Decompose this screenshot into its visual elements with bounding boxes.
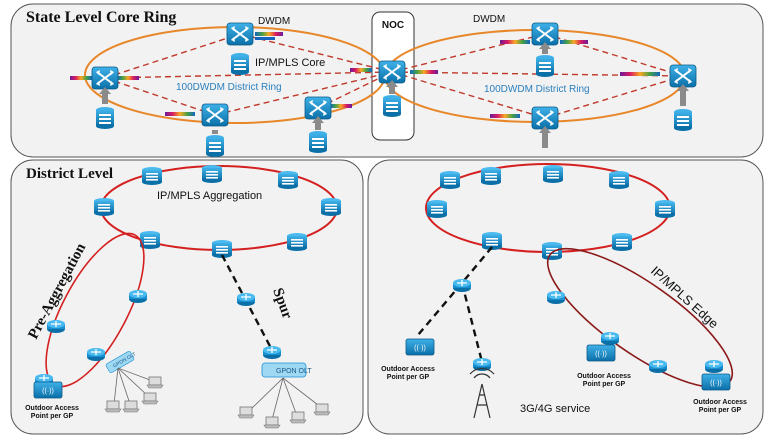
core-storage-bottom-right [309,131,327,153]
noc-switch [378,60,406,84]
access-point-mid [586,344,616,362]
ap-mid-line1: Outdoor Access [577,373,631,380]
core-switch-bottom-right [304,96,332,120]
service-3g4g-label: 3G/4G service [520,403,590,415]
cell-tower-icon [469,368,495,419]
core-storage-bottom [206,135,224,157]
core-storage-left [96,107,114,129]
gpon-large-links [247,377,323,421]
ap-center-line1: Outdoor Access [381,366,435,373]
access-point-center [405,338,435,356]
ap-left-line2: Point per GP [31,413,74,420]
core-switch-right-bottom [531,106,559,130]
ip-mpls-aggregation-label: IP/MPLS Aggregation [157,190,262,202]
dwdm-label-right: DWDM [473,14,505,25]
ip-mpls-core-label: IP/MPLS Core [255,57,325,69]
district-ring-label-right: 100DWDM District Ring [484,84,590,95]
dwdm-label-left: DWDM [258,16,290,27]
noc-label: NOC [382,20,404,31]
ap-right-line1: Outdoor Access [693,399,747,406]
ap-left-line1: Outdoor Access [25,405,79,412]
ap-center-line2: Point per GP [387,374,430,381]
core-switch-right [669,64,697,88]
tower-links [417,246,493,363]
core-switch-bottom [201,103,229,127]
core-storage-right [674,109,692,131]
gray-uplink-arrows [99,42,689,148]
core-switch-top [226,22,254,46]
ap-right-line2: Point per GP [699,407,742,414]
core-switch-right-top [531,22,559,46]
gpon-small-links [113,367,151,405]
state-level-title: State Level Core Ring [26,9,176,26]
access-point-left [33,381,63,399]
dwdm-spectrum-bars [70,32,660,118]
core-switch-left [91,66,119,90]
core-storage-right-top [536,55,554,77]
ap-mid-line2: Point per GP [583,381,626,388]
svg-text:GPON OLT: GPON OLT [276,368,312,375]
district-ring-label-left: 100DWDM District Ring [176,82,282,93]
gpon-olt-large: GPON OLT [261,362,312,378]
noc-storage [383,95,401,117]
district-level-title: District Level [26,166,113,182]
access-point-right [701,373,731,391]
core-storage-top [231,53,249,75]
